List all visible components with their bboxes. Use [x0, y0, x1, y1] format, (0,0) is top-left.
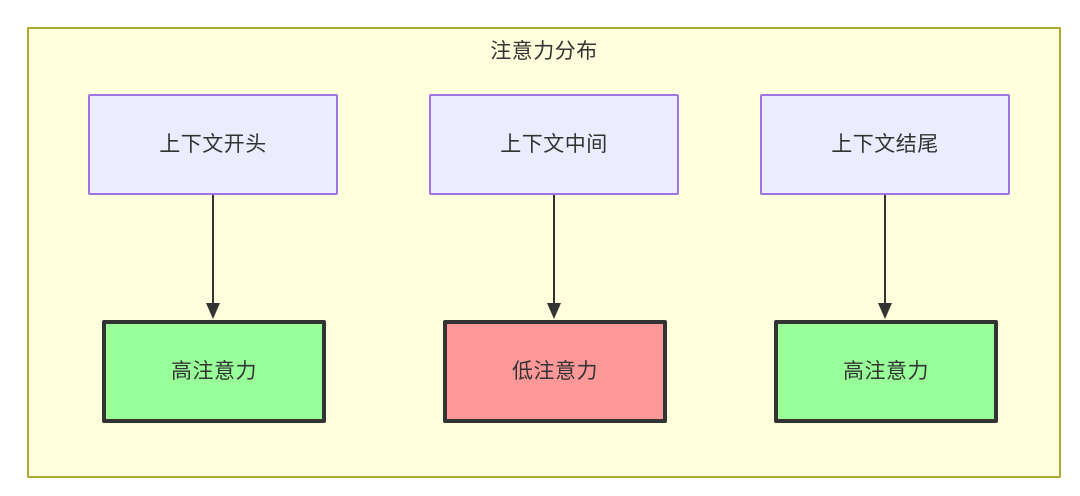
edge-arrowhead-1 — [547, 303, 561, 319]
node-context-end[interactable]: 上下文结尾 — [760, 94, 1010, 195]
diagram-column-1: 上下文中间 低注意力 — [429, 94, 679, 424]
edge-arrowhead-2 — [878, 303, 892, 319]
node-context-start[interactable]: 上下文开头 — [88, 94, 338, 195]
node-attention-level-1-label: 低注意力 — [512, 359, 598, 383]
diagram-column-0: 上下文开头 高注意力 — [88, 94, 338, 424]
edge-arrow-1 — [547, 195, 561, 319]
node-attention-level-0-label: 高注意力 — [171, 359, 257, 383]
node-attention-level-1[interactable]: 低注意力 — [443, 320, 667, 423]
node-attention-level-2[interactable]: 高注意力 — [774, 320, 998, 423]
attention-distribution-subgraph: 注意力分布 上下文开头 高注意力 上下文中间 — [27, 27, 1061, 478]
edge-arrowhead-0 — [206, 303, 220, 319]
node-context-middle-label: 上下文中间 — [500, 132, 608, 156]
node-attention-level-0[interactable]: 高注意力 — [102, 320, 326, 423]
subgraph-title: 注意力分布 — [490, 40, 598, 63]
edge-arrow-2 — [878, 195, 892, 319]
diagram-column-2: 上下文结尾 高注意力 — [760, 94, 1010, 424]
node-context-end-label: 上下文结尾 — [831, 132, 939, 156]
edge-arrow-0 — [206, 195, 220, 319]
node-context-middle[interactable]: 上下文中间 — [429, 94, 679, 195]
node-attention-level-2-label: 高注意力 — [843, 359, 929, 383]
node-context-start-label: 上下文开头 — [159, 132, 267, 156]
